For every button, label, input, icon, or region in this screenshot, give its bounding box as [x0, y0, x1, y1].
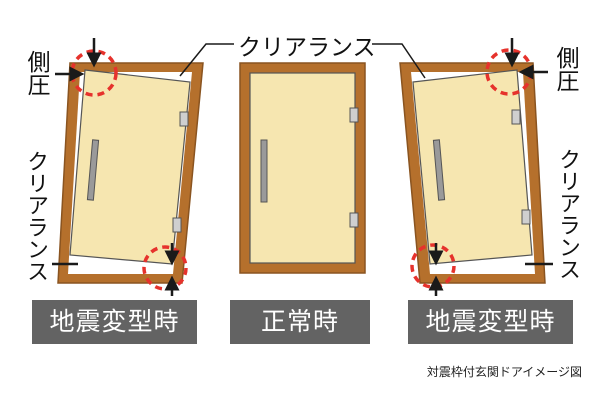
caption-right-deformed: 地震変型時	[408, 300, 573, 344]
center-door-handle	[260, 139, 268, 203]
caption-left-deformed: 地震変型時	[32, 300, 197, 344]
left-door-leaf	[69, 69, 191, 265]
figure-caption: 対震枠付玄関ドアイメージ図	[426, 365, 582, 379]
left-deformed-door	[52, 38, 234, 296]
left-hinge-bottom	[172, 217, 182, 233]
right-door-handle	[432, 139, 446, 201]
right-side-pressure-label: 側圧	[552, 46, 578, 92]
left-pressure-circle	[70, 49, 118, 97]
right-clearance-label: クリアランス	[555, 148, 580, 280]
right-door-leaf	[412, 69, 533, 265]
left-door-handle	[86, 139, 100, 201]
top-clearance-leader-left	[179, 43, 234, 77]
center-hinge-top	[349, 107, 359, 123]
left-clearance-circle	[142, 245, 188, 291]
right-deformed-door	[372, 38, 553, 296]
left-clearance-label: クリアランス	[23, 150, 48, 282]
left-hinge-top	[179, 111, 189, 127]
top-clearance-leader-right	[372, 43, 426, 79]
center-hinge-bottom	[349, 212, 359, 228]
right-hinge-bottom	[521, 209, 531, 225]
caption-center-normal: 正常時	[230, 300, 370, 344]
center-normal-door	[239, 62, 366, 274]
top-clearance-label: クリアランス	[238, 35, 376, 61]
right-clearance-circle	[410, 243, 456, 289]
right-hinge-top	[511, 109, 521, 125]
left-side-pressure-label: 側圧	[23, 50, 49, 96]
